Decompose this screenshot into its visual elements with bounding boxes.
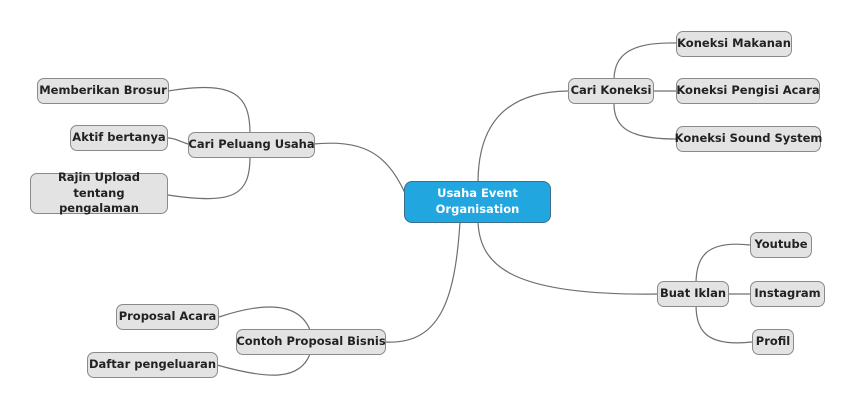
link-center-buat-iklan	[477, 221, 658, 295]
node-daftar-pengeluaran[interactable]: Daftar pengeluaran	[87, 352, 218, 378]
branch-cari-koneksi[interactable]: Cari Koneksi	[568, 78, 654, 104]
link-aktif	[167, 137, 189, 145]
central-topic[interactable]: Usaha Event Organisation	[404, 181, 551, 223]
node-rajin-upload[interactable]: Rajin Upload tentang pengalaman	[30, 170, 168, 216]
central-topic-line1: Usaha Event	[437, 186, 518, 201]
link-daftar	[216, 353, 311, 376]
link-profil	[695, 303, 753, 344]
link-rajin	[167, 155, 251, 200]
link-koneksi-sound	[613, 103, 677, 140]
node-youtube[interactable]: Youtube	[750, 232, 812, 258]
branch-contoh-proposal-bisnis[interactable]: Contoh Proposal Bisnis	[236, 329, 386, 355]
node-koneksi-sound-system[interactable]: Koneksi Sound System	[675, 126, 822, 152]
node-rajin-upload-line2: pengalaman	[59, 201, 139, 216]
node-profil[interactable]: Profil	[752, 329, 794, 355]
central-topic-line2: Organisation	[435, 202, 520, 216]
node-rajin-upload-line1: Rajin Upload tentang	[57, 170, 141, 200]
node-koneksi-pengisi-acara[interactable]: Koneksi Pengisi Acara	[676, 78, 820, 104]
link-youtube	[695, 243, 751, 285]
node-proposal-acara[interactable]: Proposal Acara	[116, 304, 219, 330]
link-center-cari-peluang	[312, 142, 406, 194]
node-memberikan-brosur[interactable]: Memberikan Brosur	[37, 78, 169, 104]
link-center-cari-koneksi	[477, 90, 569, 184]
node-koneksi-makanan[interactable]: Koneksi Makanan	[676, 31, 792, 57]
branch-buat-iklan[interactable]: Buat Iklan	[657, 281, 729, 307]
branch-cari-peluang-usaha[interactable]: Cari Peluang Usaha	[188, 132, 315, 158]
link-proposal-acara	[218, 306, 311, 331]
link-koneksi-makanan	[613, 42, 677, 81]
node-aktif-bertanya[interactable]: Aktif bertanya	[70, 125, 168, 151]
link-center-contoh-proposal	[384, 221, 461, 343]
node-instagram[interactable]: Instagram	[750, 281, 825, 307]
link-brosur	[167, 86, 251, 135]
